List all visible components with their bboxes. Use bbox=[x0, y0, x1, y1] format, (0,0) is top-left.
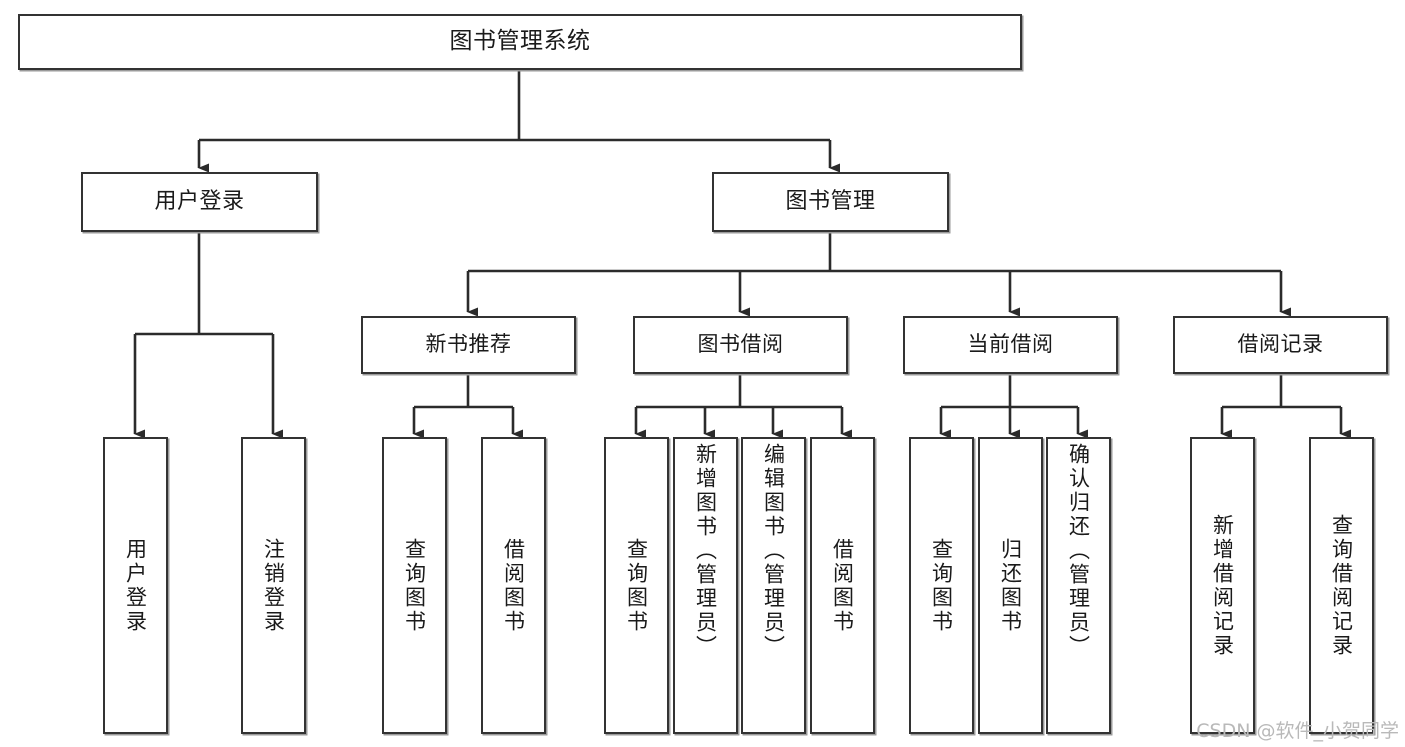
node-label: 用户登录 bbox=[154, 188, 245, 214]
leaf-current-borrow-return-books[interactable]: 归还图书 bbox=[978, 437, 1043, 734]
leaf-label: 归还图书 bbox=[998, 537, 1023, 634]
leaf-label: 借阅图书 bbox=[830, 537, 855, 634]
leaf-label: 查询图书 bbox=[402, 537, 427, 634]
leaf-borrow-record-add-record[interactable]: 新增借阅记录 bbox=[1190, 437, 1255, 734]
node-root-system[interactable]: 图书管理系统 bbox=[18, 14, 1022, 70]
leaf-book-borrow-add-book-admin[interactable]: 新增图书（管理员） bbox=[673, 437, 738, 734]
leaf-new-book-borrow-books[interactable]: 借阅图书 bbox=[481, 437, 546, 734]
leaf-new-book-query-books[interactable]: 查询图书 bbox=[382, 437, 447, 734]
node-label: 新书推荐 bbox=[425, 332, 512, 357]
leaf-book-borrow-query-books[interactable]: 查询图书 bbox=[604, 437, 669, 734]
leaf-user-login-logout[interactable]: 注销登录 bbox=[241, 437, 306, 734]
node-label: 借阅记录 bbox=[1237, 332, 1324, 357]
leaf-book-borrow-edit-book-admin[interactable]: 编辑图书（管理员） bbox=[741, 437, 806, 734]
node-new-book-recommend[interactable]: 新书推荐 bbox=[361, 316, 576, 374]
node-label: 图书管理 bbox=[785, 188, 876, 214]
leaf-label: 查询图书 bbox=[929, 537, 954, 634]
leaf-label: 确认归还（管理员） bbox=[1066, 443, 1091, 659]
leaf-label: 借阅图书 bbox=[501, 537, 526, 634]
csdn-watermark: CSDN @软件_小贺同学 bbox=[1196, 720, 1399, 742]
leaf-current-borrow-query-books[interactable]: 查询图书 bbox=[909, 437, 974, 734]
node-label: 图书借阅 bbox=[697, 332, 784, 357]
leaf-label: 新增借阅记录 bbox=[1210, 513, 1235, 658]
leaf-label: 用户登录 bbox=[123, 537, 148, 634]
leaf-label: 查询借阅记录 bbox=[1329, 513, 1354, 658]
leaf-user-login-login[interactable]: 用户登录 bbox=[103, 437, 168, 734]
node-book-management[interactable]: 图书管理 bbox=[712, 172, 949, 232]
leaf-borrow-record-query-record[interactable]: 查询借阅记录 bbox=[1309, 437, 1374, 734]
node-current-borrow[interactable]: 当前借阅 bbox=[903, 316, 1118, 374]
leaf-label: 编辑图书（管理员） bbox=[761, 443, 786, 659]
node-borrow-record[interactable]: 借阅记录 bbox=[1173, 316, 1388, 374]
leaf-label: 注销登录 bbox=[261, 537, 286, 634]
node-book-borrow[interactable]: 图书借阅 bbox=[633, 316, 848, 374]
leaf-label: 新增图书（管理员） bbox=[693, 443, 718, 659]
leaf-book-borrow-borrow-books[interactable]: 借阅图书 bbox=[810, 437, 875, 734]
leaf-label: 查询图书 bbox=[624, 537, 649, 634]
node-user-login[interactable]: 用户登录 bbox=[81, 172, 318, 232]
node-label: 当前借阅 bbox=[967, 332, 1054, 357]
node-label: 图书管理系统 bbox=[449, 28, 591, 55]
leaf-current-borrow-confirm-return-admin[interactable]: 确认归还（管理员） bbox=[1046, 437, 1111, 734]
